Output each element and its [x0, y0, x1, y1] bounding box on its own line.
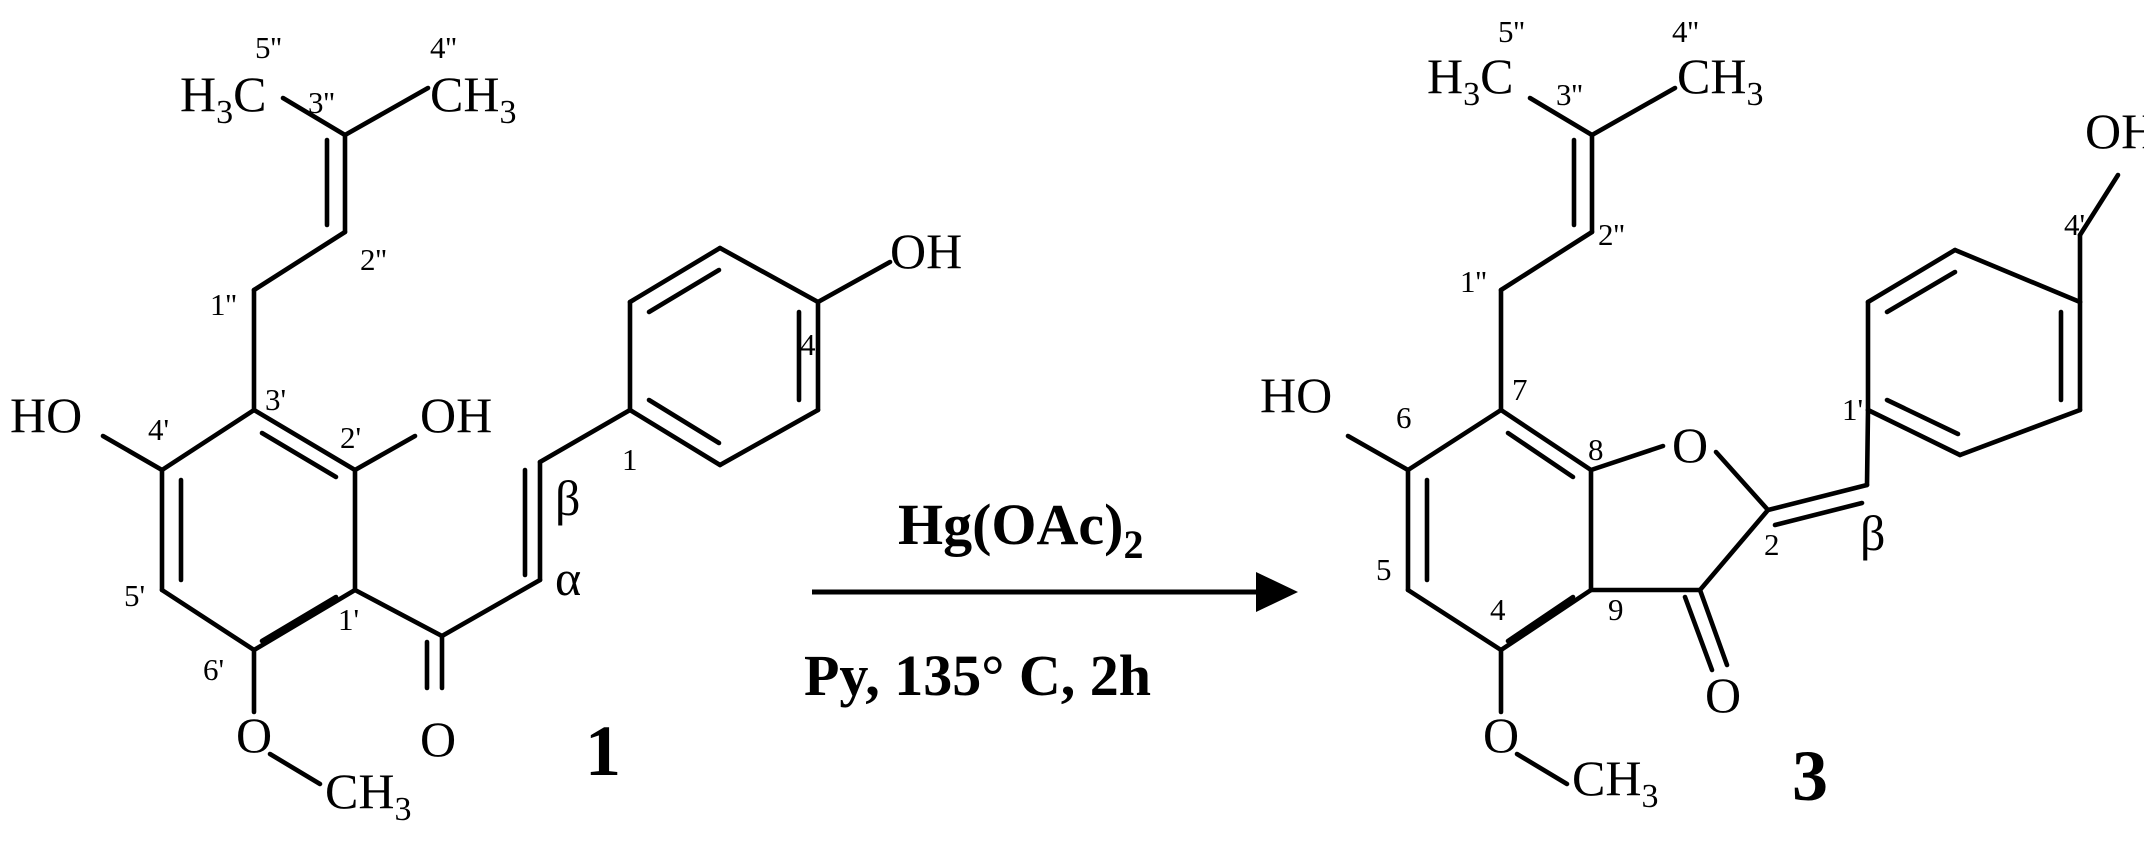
compound-1-bonds: [100, 85, 893, 787]
c1-locant-beta: β: [555, 470, 580, 526]
c1-oh-4-label: OH: [890, 223, 962, 279]
c1-locant-5pp: 5'': [255, 30, 282, 65]
c3-locant-beta: β: [1860, 505, 1885, 561]
c3-locant-6: 6: [1396, 400, 1412, 435]
c1-locant-alpha: α: [555, 550, 581, 606]
c3-locant-5: 5: [1376, 552, 1392, 587]
c1-locant-2p: 2': [340, 420, 361, 455]
c3-locant-7: 7: [1512, 372, 1528, 407]
c1-locant-1p: 1': [338, 602, 359, 637]
c3-locant-8: 8: [1588, 432, 1604, 467]
c3-ring-o-label: O: [1672, 417, 1708, 473]
c1-locant-4: 4: [800, 327, 816, 362]
compound-1-structure: H3C CH3 HO OH OH O CH3 O 5'' 4'' 3'' 2''…: [10, 30, 962, 828]
c3-locant-4p: 4': [2064, 207, 2085, 242]
compound-3-bonds: [1345, 85, 2121, 787]
c3-locant-2: 2: [1764, 527, 1780, 562]
c1-oh-2p-label: OH: [420, 387, 492, 443]
c3-oh-label: OH: [2085, 103, 2144, 159]
compound-1-number: 1: [585, 711, 621, 791]
reaction-arrow: [812, 572, 1298, 612]
c1-carbonyl-o-label: O: [420, 711, 456, 767]
c3-carbonyl-o-label: O: [1705, 667, 1741, 723]
c3-ch3-label: CH3: [1677, 48, 1763, 113]
c1-h3c-label: H3C: [180, 66, 266, 131]
c3-locant-5pp: 5'': [1498, 14, 1525, 49]
c3-locant-9: 9: [1608, 592, 1624, 627]
c1-locant-5p: 5': [124, 578, 145, 613]
c1-locant-4p: 4': [148, 412, 169, 447]
c3-locant-2pp: 2'': [1598, 217, 1625, 252]
c3-locant-1p: 1': [1842, 392, 1863, 427]
compound-3-structure: H3C CH3 HO OH O O O CH3 5'' 4'' 3'' 2'' …: [1260, 14, 2144, 816]
c1-locant-3pp: 3'': [308, 85, 335, 120]
c1-methoxy-o-label: O: [236, 707, 272, 763]
c1-ho-label: HO: [10, 387, 82, 443]
c1-locant-6p: 6': [203, 652, 224, 687]
c3-methoxy-o-label: O: [1483, 707, 1519, 763]
c3-locant-1pp: 1'': [1460, 264, 1487, 299]
c1-locant-2pp: 2'': [360, 242, 387, 277]
c1-locant-3p: 3': [265, 382, 286, 417]
c3-h3c-label: H3C: [1427, 48, 1513, 113]
compound-3-number: 3: [1792, 736, 1828, 816]
c3-ho-label: HO: [1260, 367, 1332, 423]
conditions-label: Py, 135° C, 2h: [804, 643, 1151, 708]
c3-locant-4pp: 4'': [1672, 14, 1699, 49]
c1-locant-1: 1: [622, 442, 638, 477]
c3-locant-3pp: 3'': [1556, 77, 1583, 112]
c3-methoxy-ch3-label: CH3: [1572, 750, 1658, 815]
c1-locant-4pp: 4'': [430, 30, 457, 65]
c1-methoxy-ch3-label: CH3: [325, 763, 411, 828]
c1-locant-1pp: 1'': [210, 287, 237, 322]
arrow-head-icon: [1256, 572, 1298, 612]
c3-locant-4: 4: [1490, 592, 1506, 627]
reagent-label: Hg(OAc)2: [898, 492, 1144, 567]
c1-ch3-label: CH3: [430, 66, 516, 131]
